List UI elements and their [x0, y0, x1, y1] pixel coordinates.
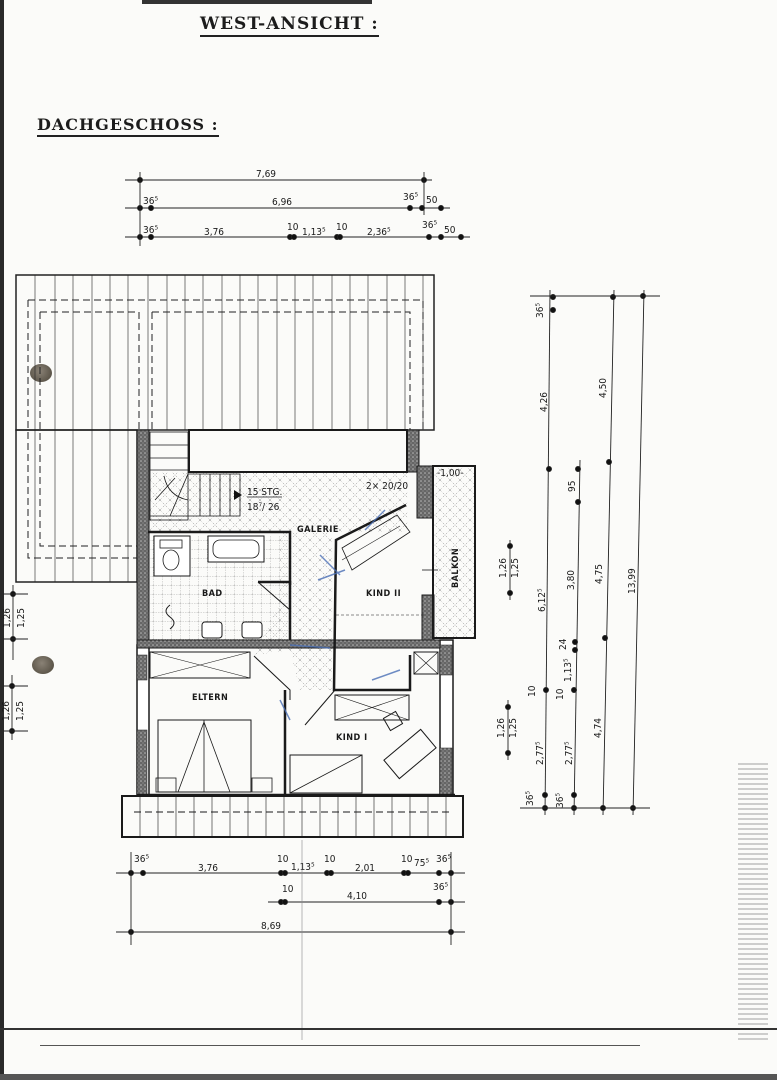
dim-bottom-r2-b: 4,10: [347, 891, 367, 902]
right-dimension-chains: [505, 289, 660, 816]
sheet-edge: [0, 0, 4, 1080]
room-label-galerie: GALERIE: [297, 525, 339, 535]
dim-bottom-r1-g: 10: [401, 854, 413, 865]
dim-right-c1-f: 36⁵: [525, 791, 536, 806]
top-dimension-chains: [125, 172, 470, 246]
dim-top-r3-d: 1,13⁵: [302, 227, 326, 238]
dim-right-c4-overall: 13,99: [627, 568, 638, 594]
dim-left-window1-bottom: 1,25: [16, 608, 27, 628]
dim-right-c2-f: 2,77⁵: [564, 741, 575, 765]
dim-top-r2-left: 36⁵: [143, 196, 158, 207]
dim-top-r3-b: 3,76: [204, 227, 224, 238]
dim-right-window1-bottom: 1,25: [510, 558, 521, 578]
dim-right-c1-d: 10: [527, 685, 538, 697]
dim-right-c1-c: 6,12⁵: [537, 588, 548, 612]
dim-right-c2-e: 10: [555, 688, 566, 700]
dim-right-c3-a: 4,50: [598, 378, 609, 398]
dim-bottom-r1-e: 10: [324, 854, 336, 865]
dim-top-r3-g: 36⁵: [422, 220, 437, 231]
stairs-ratio: 18⁷/ 26: [247, 502, 280, 513]
column-annotation: 2× 20/20: [366, 481, 408, 492]
dim-right-c2-a: 95: [567, 481, 578, 492]
dim-bottom-r1-f: 2,01: [355, 863, 375, 874]
dim-top-r2-right2: 50: [426, 195, 438, 206]
west-view-heading: WEST-ANSICHT :: [200, 14, 379, 37]
punch-hole-top: [30, 364, 52, 382]
dim-bottom-overall: 8,69: [261, 921, 281, 932]
left-dimension-chains: [3, 585, 28, 740]
room-label-kind2: KIND II: [366, 589, 401, 599]
dim-top-r3-a: 36⁵: [143, 225, 158, 236]
dim-right-c2-c: 24: [558, 638, 569, 650]
room-label-kind1: KIND I: [336, 733, 368, 743]
sheet-border-line: [0, 1028, 777, 1030]
punch-hole-bottom: [32, 656, 54, 674]
dim-left-window2-top: 1,26: [1, 701, 12, 721]
dim-top-r3-c: 10: [287, 222, 299, 233]
balcony-width: -1,00-: [437, 468, 464, 479]
sheet-bottom-edge: [0, 1074, 777, 1080]
room-label-balkon: BALKON: [451, 548, 461, 588]
dim-top-r2-right1: 36⁵: [403, 192, 418, 203]
dim-bottom-r1-h: 75⁵: [414, 858, 429, 869]
dim-right-window2-top: 1,26: [496, 718, 507, 738]
dim-right-c1-b: 4,26: [539, 392, 550, 412]
dim-top-r3-f: 2,36⁵: [367, 227, 391, 238]
dim-bottom-r2-c: 36⁵: [433, 882, 448, 893]
dim-bottom-r1-i: 36⁵: [436, 854, 451, 865]
room-label-bad: BAD: [202, 589, 223, 599]
dim-right-c1-e: 2,77⁵: [535, 741, 546, 765]
bottom-dimension-chains: [116, 852, 465, 945]
sheet-border-line-thin: [40, 1045, 640, 1046]
dim-right-window2-bottom: 1,25: [508, 718, 519, 738]
dim-top-r3-h: 50: [444, 225, 456, 236]
dim-right-c3-c: 4,74: [593, 718, 604, 738]
dim-right-window1-top: 1,26: [498, 558, 509, 578]
elevation-bottom-edge: [142, 0, 372, 4]
scan-noise: [738, 760, 768, 1040]
dim-bottom-r1-b: 3,76: [198, 863, 218, 874]
dim-right-c2-d: 1,13⁵: [563, 658, 574, 682]
dim-top-r2-span: 6,96: [272, 197, 292, 208]
floor-plan: [121, 429, 476, 838]
dim-bottom-r2-a: 10: [282, 884, 294, 895]
dim-right-c1-a: 36⁵: [535, 303, 546, 318]
dim-bottom-r1-a: 36⁵: [134, 854, 149, 865]
stairs-steps: 15 STG.: [247, 487, 282, 498]
dim-top-r3-e: 10: [336, 222, 348, 233]
dim-right-c2-b: 3,80: [566, 570, 577, 590]
dim-top-overall: 7,69: [256, 169, 276, 180]
dim-right-c3-b: 4,75: [594, 564, 605, 584]
floor-heading: DACHGESCHOSS :: [37, 115, 219, 137]
dim-bottom-r1-c: 10: [277, 854, 289, 865]
dim-left-window1-top: 1,26: [2, 608, 13, 628]
dim-right-c2-g: 36⁵: [555, 793, 566, 808]
room-label-eltern: ELTERN: [192, 693, 228, 703]
dim-left-window2-bottom: 1,25: [15, 701, 26, 721]
dim-bottom-r1-d: 1,13⁵: [291, 862, 315, 873]
